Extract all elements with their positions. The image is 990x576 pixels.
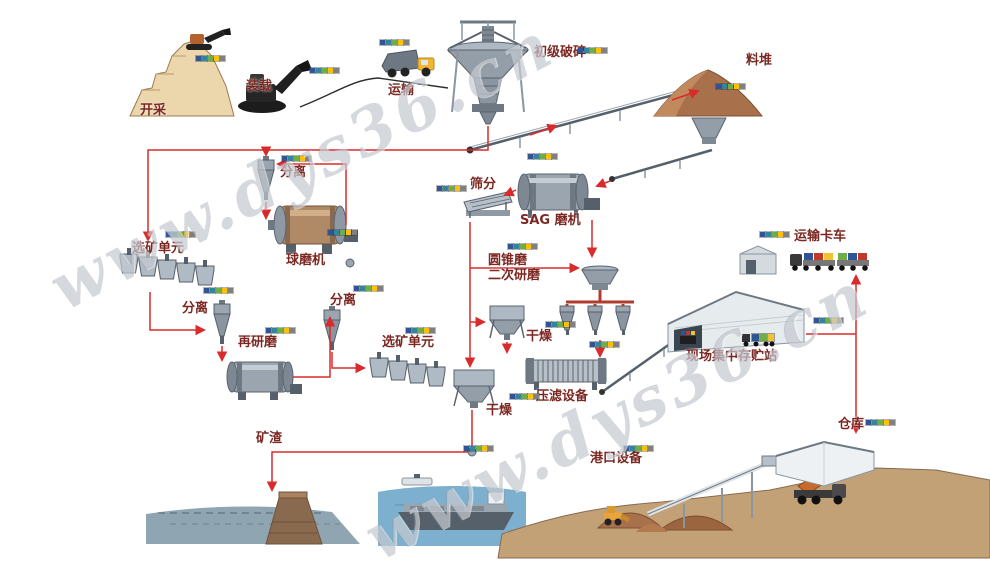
legend-squares-tailings (463, 445, 494, 452)
label-cone-mill: 圆锥磨 二次研磨 (488, 253, 541, 284)
legend-squares-drying-upper (545, 321, 576, 328)
label-drying-lower: 干燥 (486, 403, 513, 418)
label-screening: 筛分 (470, 177, 497, 192)
label-stockpile: 料堆 (746, 53, 773, 68)
legend-squares-drying-lower (509, 393, 540, 400)
wheel-loader-icon (604, 506, 630, 526)
junction-node (345, 258, 355, 268)
flotation-unit-left-icon (119, 248, 215, 286)
storage-station-icon (667, 290, 805, 353)
cyclone-separator-top-icon (257, 156, 275, 200)
label-hauling: 运输 (388, 83, 415, 98)
label-primary-crushing: 初级破碎 (534, 45, 587, 60)
legend-squares-warehouse (865, 419, 896, 426)
legend-squares-hauling (379, 39, 410, 46)
legend-squares-mining (195, 55, 226, 62)
label-loading: 装载 (246, 79, 273, 94)
primary-crusher-icon (446, 20, 530, 125)
label-separation-mid: 分离 (330, 293, 357, 308)
loading-excavator-icon (238, 60, 312, 113)
port-conveyor-gantry (647, 455, 779, 528)
label-sag-mill: SAG 磨机 (520, 213, 581, 228)
cone-mill-cyclone-cluster-icon (559, 265, 634, 335)
legend-squares-flotation-left (165, 231, 196, 238)
legend-squares-stockpile (715, 83, 746, 90)
label-ball-mill: 球磨机 (286, 253, 326, 268)
legend-squares-separation-mid-left (203, 287, 234, 294)
legend-squares-storage-station (813, 317, 844, 324)
legend-squares-haul-truck (759, 231, 790, 238)
legend-squares-separation-top (281, 155, 312, 162)
depot-building-icon (739, 245, 777, 275)
legend-squares-filter-press (589, 341, 620, 348)
label-mining: 开采 (140, 103, 167, 118)
label-regrind: 再研磨 (238, 335, 278, 350)
legend-squares-loading (309, 67, 340, 74)
label-filter-press: 压滤设备 (536, 389, 589, 404)
sag-mill-icon (517, 173, 600, 218)
shoreline (497, 467, 990, 559)
conveyor-stockpile-to-sag (609, 148, 713, 182)
legend-squares-sag-mill (527, 153, 558, 160)
label-tailings: 矿渣 (256, 431, 283, 446)
label-port-equipment: 港口设备 (590, 451, 643, 466)
label-haul-truck: 运输卡车 (794, 229, 847, 244)
process-flow-diagram: 开采 装载 运输 初级破碎 料堆 筛分 SAG 磨机 分离 球磨机 选矿单元 圆… (37, 6, 990, 576)
legend-squares-cone-mill (507, 243, 538, 250)
dryer-upper-icon (489, 305, 525, 340)
warehouse-icon (775, 440, 875, 487)
screen-icon (463, 191, 513, 218)
tailings-pond (146, 491, 360, 545)
dryer-lower-icon (452, 369, 495, 408)
filter-press-icon (525, 358, 607, 390)
regrind-mill-icon (226, 361, 302, 400)
label-storage-station: 现场集中存贮站 (686, 349, 778, 364)
label-flotation-center: 选矿单元 (382, 335, 435, 350)
flotation-unit-center-icon (369, 352, 446, 387)
haul-truck-train-icon (790, 253, 869, 271)
label-cone-mill-line2: 二次研磨 (488, 267, 541, 283)
cyclone-separator-mid-left-icon (213, 300, 231, 344)
legend-squares-regrind (265, 327, 296, 334)
label-separation-top: 分离 (280, 165, 307, 180)
label-cone-mill-line1: 圆锥磨 (488, 253, 528, 268)
label-flotation-left: 选矿单元 (132, 241, 185, 256)
label-drying-upper: 干燥 (526, 329, 553, 344)
legend-squares-screening (436, 185, 467, 192)
legend-squares-port-equipment (623, 445, 654, 452)
legend-squares-separation-mid (353, 285, 384, 292)
cargo-ship-icon (398, 474, 514, 530)
cyclone-separator-mid-icon (323, 306, 341, 350)
label-warehouse: 仓库 (838, 417, 865, 432)
legend-squares-ball-mill (327, 229, 358, 236)
legend-squares-flotation-center (405, 327, 436, 334)
haul-road (299, 77, 449, 108)
flow-arrows (142, 88, 862, 492)
legend-squares-primary-crushing (577, 47, 608, 54)
stockpile-icon (652, 69, 764, 144)
haul-dump-truck-icon (381, 49, 435, 78)
label-separation-mid-left: 分离 (182, 301, 209, 316)
